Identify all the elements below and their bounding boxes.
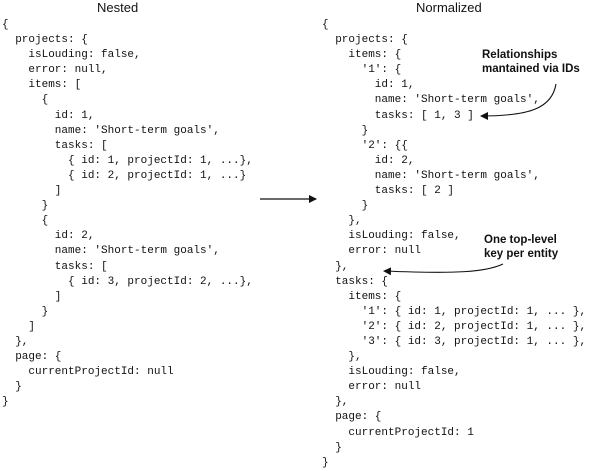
code-line: ] (2, 320, 36, 333)
normalized-title: Normalized (416, 0, 482, 15)
code-line: tasks: { (322, 275, 389, 288)
code-line: projects: { (2, 34, 88, 47)
code-line: tasks: [ (2, 139, 108, 152)
code-line: id: 1, (2, 109, 95, 122)
relationships-annotation: Relationships mantained via IDs (482, 49, 580, 75)
code-line: { id: 2, projectId: 1, ...} (2, 169, 247, 182)
code-line: { (2, 19, 9, 31)
code-line: }, (322, 260, 349, 273)
top-level-arrow (383, 263, 504, 276)
code-line: page: { (2, 351, 62, 364)
code-line: currentProjectId: 1 (322, 426, 474, 439)
code-line: currentProjectId: null (2, 366, 174, 379)
code-line: projects: { (322, 34, 408, 47)
code-line: { id: 1, projectId: 1, ...}, (2, 154, 253, 167)
code-line: items: [ (2, 79, 82, 92)
code-line: } (322, 441, 342, 454)
code-line: error: null (322, 245, 422, 258)
code-line: items: { (322, 49, 402, 62)
normalized-code-block: { projects: { items: { '1': { id: 1, nam… (322, 18, 586, 471)
code-line: isLouding: false, (322, 366, 461, 379)
code-line: isLouding: false, (2, 49, 141, 62)
code-line: { (322, 19, 329, 31)
code-line: id: 2, (322, 154, 415, 167)
code-line: } (322, 124, 369, 137)
code-line: { (2, 215, 49, 228)
code-line: ] (2, 185, 62, 198)
code-line: name: 'Short-term goals', (2, 245, 220, 258)
code-line: } (2, 381, 22, 394)
code-line: '3': { id: 3, projectId: 1, ... }, (322, 335, 587, 348)
code-line: name: 'Short-term goals', (322, 94, 540, 107)
code-line: isLouding: false, (322, 230, 461, 243)
code-line: } (322, 200, 369, 213)
code-line: page: { (322, 411, 382, 424)
code-line: tasks: [ 1, 3 ] (322, 109, 474, 122)
arrows-layer (260, 83, 557, 276)
code-line: name: 'Short-term goals', (2, 124, 220, 137)
code-line: '1': { id: 1, projectId: 1, ... }, (322, 305, 587, 318)
code-line: } (2, 305, 49, 318)
code-line: '2': { id: 2, projectId: 1, ... }, (322, 320, 587, 333)
code-line: } (2, 396, 9, 409)
code-line: ] (2, 290, 62, 303)
code-line: items: { (322, 290, 402, 303)
code-line: } (322, 456, 329, 469)
code-line: '1': { (322, 64, 402, 77)
code-line: '2': {{ (322, 139, 408, 152)
relationships-arrow (480, 83, 557, 120)
code-line: }, (2, 335, 29, 348)
code-line: error: null (322, 381, 422, 394)
code-line: tasks: [ (2, 260, 108, 273)
code-line: id: 2, (2, 230, 95, 243)
code-line: error: null, (2, 64, 108, 77)
code-line: { id: 3, projectId: 2, ...}, (2, 275, 253, 288)
code-line: }, (322, 215, 362, 228)
code-line: } (2, 200, 49, 213)
code-line: }, (322, 351, 362, 364)
nested-code-block: { projects: { isLouding: false, error: n… (2, 18, 253, 410)
code-line: }, (322, 396, 349, 409)
top-level-annotation: One top-level key per entity (484, 234, 559, 260)
code-line: id: 1, (322, 79, 415, 92)
code-line: tasks: [ 2 ] (322, 185, 455, 198)
code-line: { (2, 94, 49, 107)
nested-title: Nested (97, 0, 139, 15)
code-line: name: 'Short-term goals', (322, 169, 540, 182)
